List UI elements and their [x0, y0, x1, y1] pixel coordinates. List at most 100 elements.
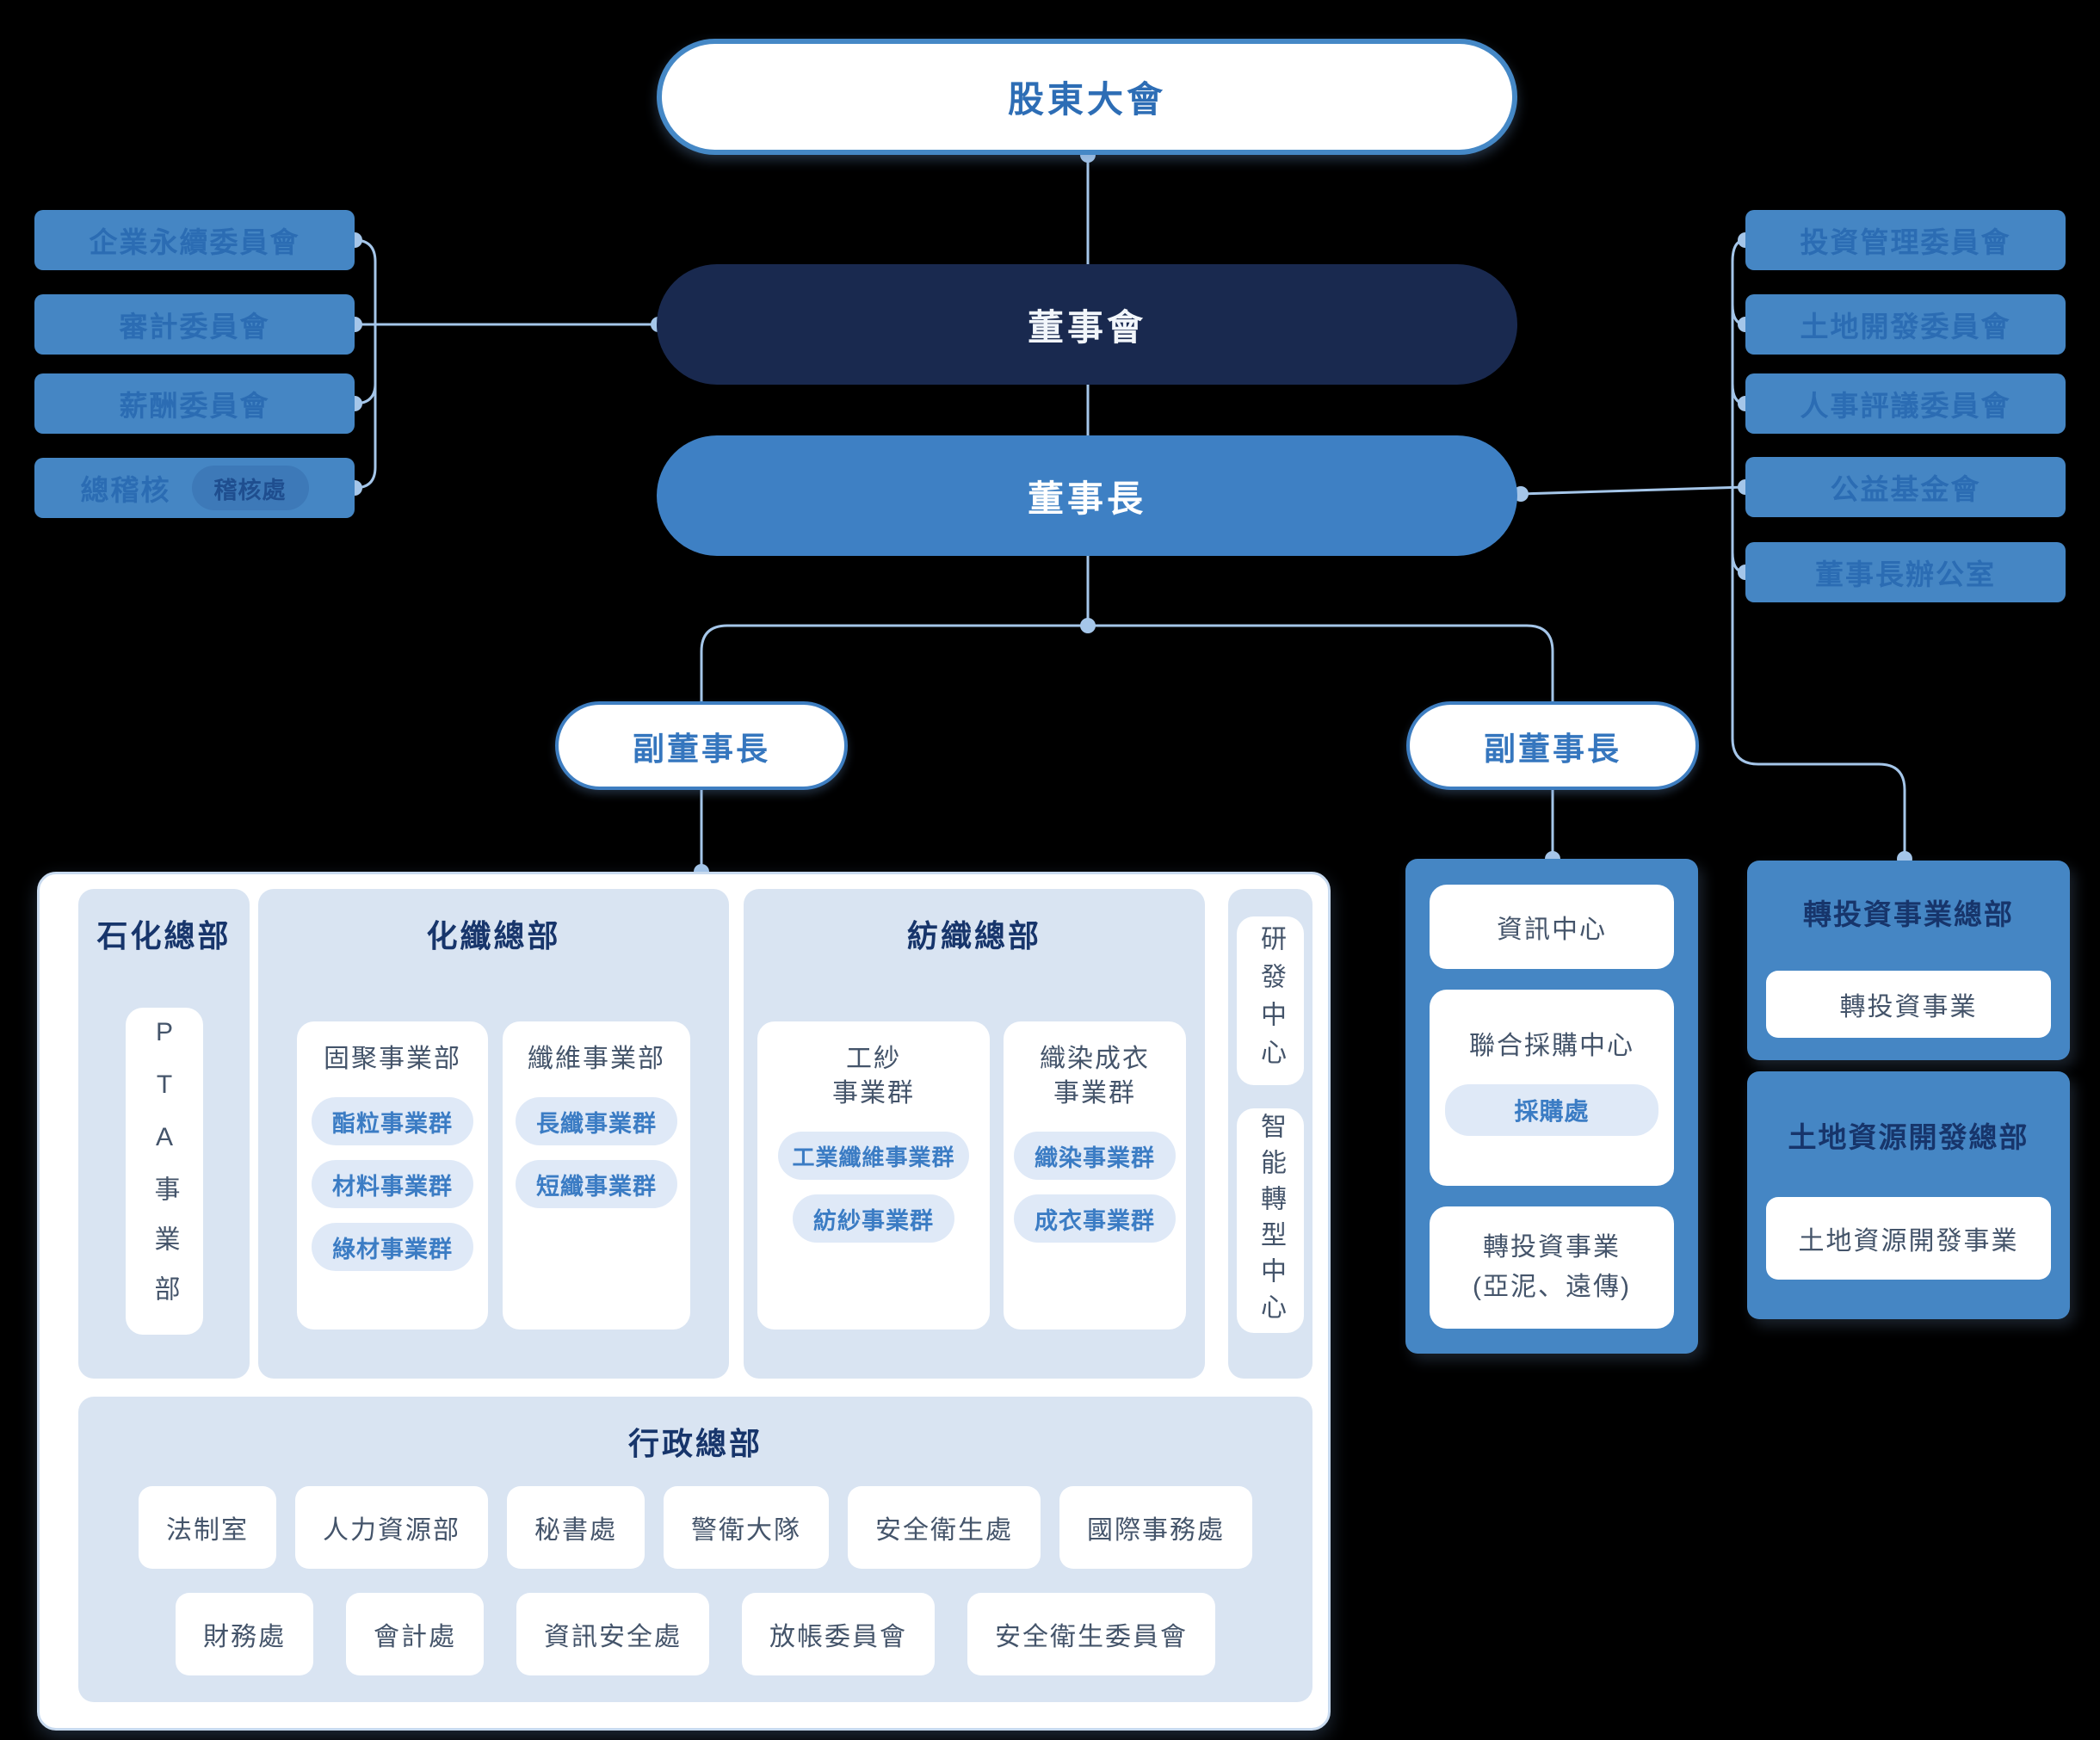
admin-row-1: 法制室 人力資源部 秘書處 警衛大隊 安全衛生處 國際事務處	[78, 1486, 1312, 1569]
section-centers-column: 研發中心 智能轉型中心	[1228, 889, 1312, 1379]
reinvestment-hq-unit-label: 轉投資事業	[1839, 993, 1978, 1021]
admin-safety-health-office: 安全衛生處	[848, 1486, 1041, 1569]
welfare-foundation-label: 公益基金會	[1830, 473, 1981, 505]
rd-center-node: 研發中心	[1237, 916, 1304, 1085]
vice-chairman-right-node: 副董事長	[1406, 701, 1699, 790]
admin-row-2: 財務處 會計處 資訊安全處 放帳委員會 安全衛生委員會	[78, 1593, 1312, 1675]
board-of-directors-label: 董事會	[1027, 306, 1146, 348]
committee-investment-management: 投資管理委員會	[1745, 210, 2066, 270]
chairman-label: 董事長	[1027, 478, 1146, 519]
pta-business-unit-label: PTA事業部	[150, 1017, 179, 1325]
dept-dyeing-garment-title-line1: 織染成衣	[1040, 1045, 1150, 1073]
admin-hq-title: 行政總部	[627, 1426, 763, 1461]
shareholders-meeting-label: 股東大會	[1007, 79, 1166, 120]
committee-land-development: 土地開發委員會	[1745, 294, 2066, 355]
pta-business-unit: PTA事業部	[125, 1008, 203, 1335]
reinvestment-business-line2: (亞泥、遠傳)	[1473, 1273, 1631, 1301]
chairman-office-label: 董事長辦公室	[1815, 558, 1996, 590]
dept-industrial-yarn-title: 工紗 事業群	[832, 1042, 915, 1111]
committee-investment-management-label: 投資管理委員會	[1800, 226, 2011, 258]
admin-finance-office: 財務處	[176, 1593, 313, 1675]
dept-dyeing-garment-title: 織染成衣 事業群	[1040, 1042, 1150, 1111]
audit-office-tag: 稽核處	[191, 466, 309, 510]
chemical-fiber-hq-title: 化纖總部	[426, 918, 561, 953]
procurement-office-tag: 採購處	[1445, 1084, 1658, 1136]
group-spinning: 紡紗事業群	[792, 1194, 954, 1243]
dept-fiber-groups: 長纖事業群 短纖事業群	[516, 1097, 677, 1208]
committee-compensation-label: 薪酬委員會	[119, 390, 270, 422]
vice-chairman-left-label: 副董事長	[633, 731, 770, 767]
dept-fiber: 纖維事業部 長纖事業群 短纖事業群	[503, 1021, 690, 1330]
reinvestment-hq-unit: 轉投資事業	[1766, 971, 2051, 1038]
petrochemical-hq-title: 石化總部	[96, 918, 232, 953]
dept-industrial-yarn: 工紗 事業群 工業纖維事業群 紡紗事業群	[757, 1021, 990, 1330]
land-hq-panel: 土地資源開發總部 土地資源開發事業	[1747, 1071, 2070, 1319]
board-of-directors-node: 董事會	[657, 264, 1517, 385]
group-garment: 成衣事業群	[1014, 1194, 1176, 1243]
info-center-panel: 資訊中心 聯合採購中心 採購處 轉投資事業 (亞泥、遠傳)	[1405, 859, 1698, 1354]
vice-chairman-right-label: 副董事長	[1484, 731, 1621, 767]
shareholders-meeting-node: 股東大會	[657, 39, 1517, 155]
rd-center-label: 研發中心	[1257, 925, 1285, 1077]
chief-auditor-label: 總稽核	[80, 474, 171, 506]
committee-audit-label: 審計委員會	[119, 311, 270, 342]
group-filament: 長纖事業群	[516, 1097, 677, 1145]
admin-security-corps: 警衛大隊	[664, 1486, 829, 1569]
committee-compensation: 薪酬委員會	[34, 373, 355, 434]
dept-dyeing-garment: 織染成衣 事業群 織染事業群 成衣事業群	[1004, 1021, 1186, 1330]
dept-industrial-yarn-title-line2: 事業群	[832, 1079, 915, 1108]
admin-safety-health-committee: 安全衛生委員會	[967, 1593, 1215, 1675]
dept-dyeing-garment-groups: 織染事業群 成衣事業群	[1014, 1132, 1176, 1243]
group-staple-fiber: 短纖事業群	[516, 1160, 677, 1208]
smart-transformation-center-node: 智能轉型中心	[1237, 1108, 1304, 1333]
joint-procurement-center-node: 聯合採購中心 採購處	[1430, 990, 1674, 1186]
admin-human-resources: 人力資源部	[295, 1486, 488, 1569]
reinvestment-hq-panel: 轉投資事業總部 轉投資事業	[1747, 861, 2070, 1060]
land-hq-unit-label: 土地資源開發事業	[1798, 1227, 2019, 1256]
info-center-node: 資訊中心	[1430, 885, 1674, 969]
operations-panel: 石化總部 PTA事業部 化纖總部 固聚事業部 酯粒事業群 材料事業群 綠材事業群…	[37, 872, 1331, 1731]
info-center-label: 資訊中心	[1497, 916, 1607, 944]
land-hq-title: 土地資源開發總部	[1788, 1121, 2029, 1153]
committee-personnel-review: 人事評議委員會	[1745, 373, 2066, 434]
group-green-materials: 綠材事業群	[312, 1223, 473, 1271]
admin-international-affairs: 國際事務處	[1059, 1486, 1252, 1569]
section-admin-hq: 行政總部 法制室 人力資源部 秘書處 警衛大隊 安全衛生處 國際事務處 財務處 …	[78, 1397, 1312, 1702]
committee-sustainability-label: 企業永續委員會	[89, 226, 300, 258]
admin-credit-committee: 放帳委員會	[742, 1593, 935, 1675]
group-materials: 材料事業群	[312, 1160, 473, 1208]
reinvestment-business-node: 轉投資事業 (亞泥、遠傳)	[1430, 1206, 1674, 1329]
section-petrochemical-hq: 石化總部 PTA事業部	[78, 889, 250, 1379]
welfare-foundation-node: 公益基金會	[1745, 457, 2066, 517]
committee-audit: 審計委員會	[34, 294, 355, 355]
joint-procurement-center-label: 聯合採購中心	[1469, 1032, 1634, 1060]
dept-fiber-title: 纖維事業部	[528, 1045, 665, 1073]
reinvestment-business-line1: 轉投資事業	[1483, 1233, 1621, 1262]
admin-legal-office: 法制室	[139, 1486, 276, 1569]
dept-polymerization-title: 固聚事業部	[324, 1045, 461, 1073]
admin-accounting-office: 會計處	[346, 1593, 484, 1675]
vice-chairman-left-node: 副董事長	[555, 701, 848, 790]
committee-personnel-review-label: 人事評議委員會	[1800, 390, 2011, 422]
dept-industrial-yarn-title-line1: 工紗	[846, 1045, 901, 1073]
reinvestment-hq-title: 轉投資事業總部	[1803, 898, 2014, 930]
dept-dyeing-garment-title-line2: 事業群	[1053, 1079, 1136, 1108]
smart-transformation-center-label: 智能轉型中心	[1257, 1112, 1285, 1330]
dept-polymerization: 固聚事業部 酯粒事業群 材料事業群 綠材事業群	[297, 1021, 488, 1330]
dept-polymerization-groups: 酯粒事業群 材料事業群 綠材事業群	[312, 1097, 473, 1271]
chairman-office-node: 董事長辦公室	[1745, 542, 2066, 602]
textile-hq-title: 紡織總部	[906, 918, 1041, 953]
committee-sustainability: 企業永續委員會	[34, 210, 355, 270]
group-ester-chip: 酯粒事業群	[312, 1097, 473, 1145]
section-textile-hq: 紡織總部 工紗 事業群 工業纖維事業群 紡紗事業群 織染成衣 事業群 織染事業群	[744, 889, 1205, 1379]
group-industrial-fiber: 工業纖維事業群	[778, 1132, 969, 1180]
chief-auditor-node: 總稽核 稽核處	[34, 458, 355, 518]
dept-industrial-yarn-groups: 工業纖維事業群 紡紗事業群	[778, 1132, 969, 1243]
land-hq-unit: 土地資源開發事業	[1766, 1197, 2051, 1280]
group-weaving-dyeing: 織染事業群	[1014, 1132, 1176, 1180]
chairman-node: 董事長	[657, 435, 1517, 556]
committee-land-development-label: 土地開發委員會	[1800, 311, 2011, 342]
section-chemical-fiber-hq: 化纖總部 固聚事業部 酯粒事業群 材料事業群 綠材事業群 纖維事業部 長纖事業群…	[258, 889, 729, 1379]
admin-secretariat: 秘書處	[507, 1486, 645, 1569]
